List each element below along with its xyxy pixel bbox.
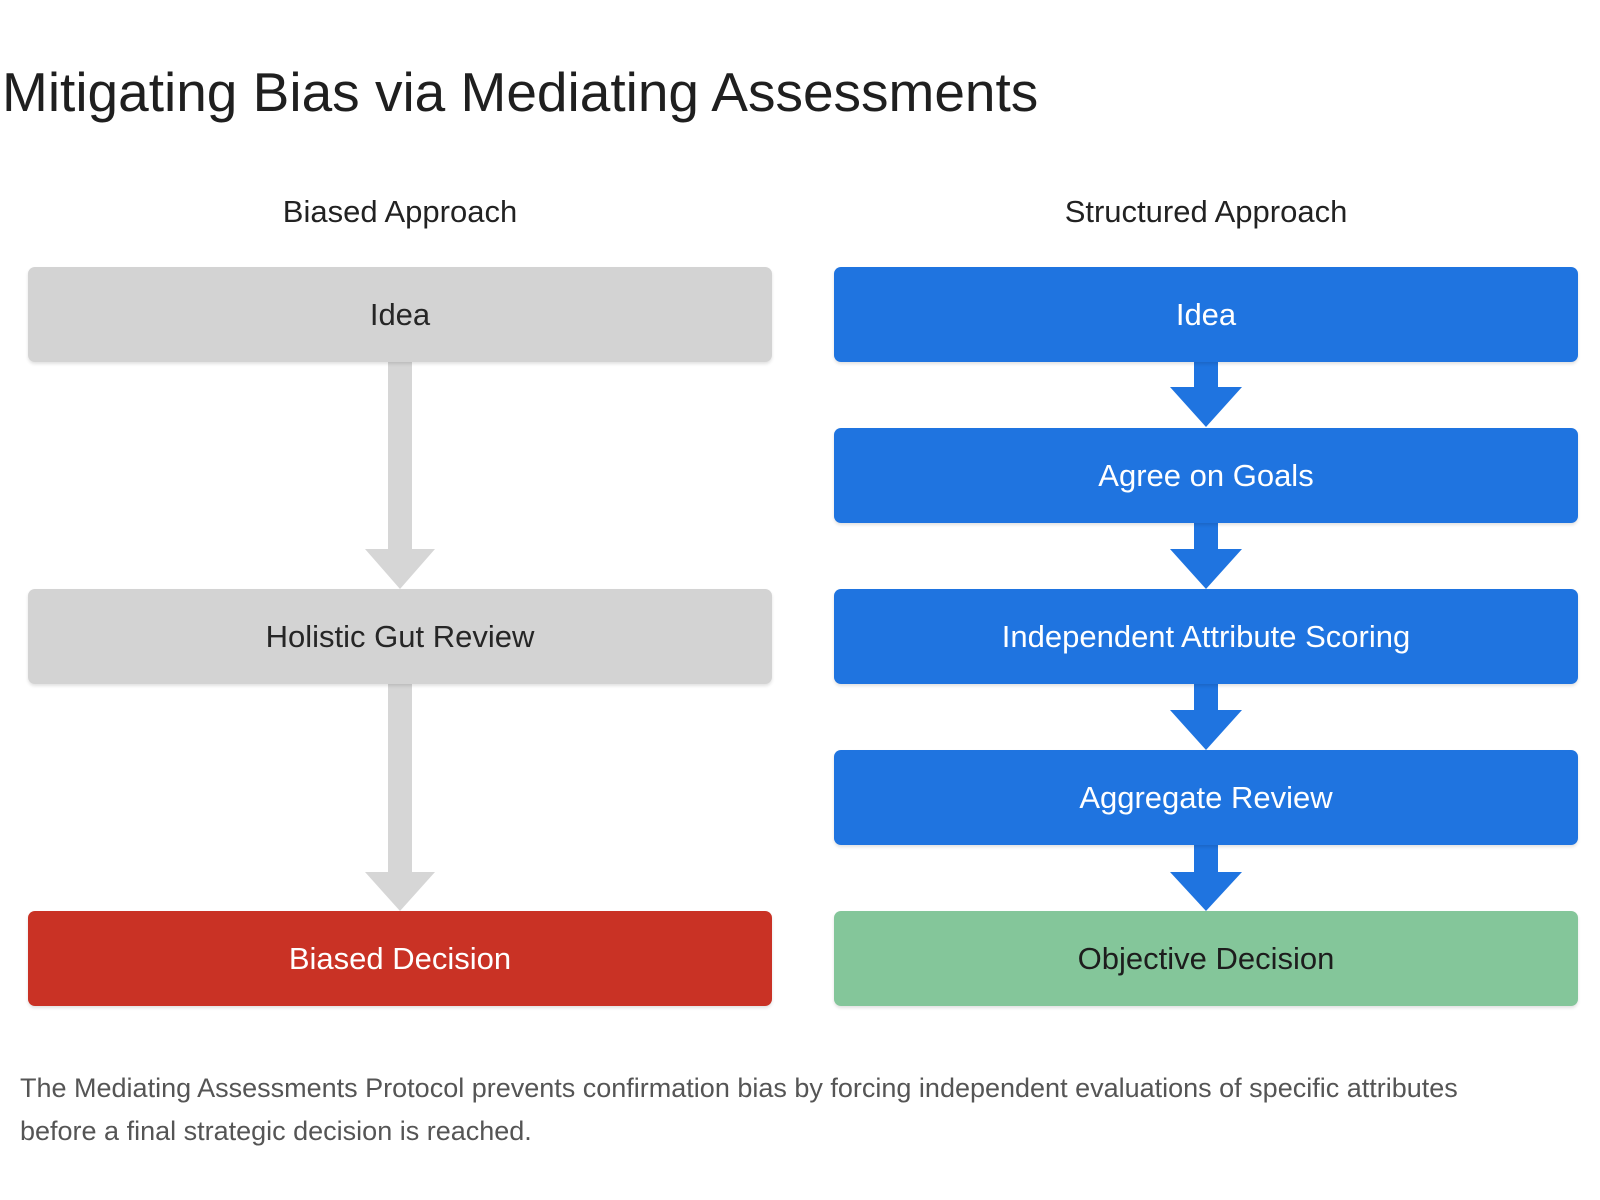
structured-arrow-4	[1170, 845, 1242, 911]
structured-step-idea: Idea	[834, 267, 1578, 362]
structured-step-aggregate-review: Aggregate Review	[834, 750, 1578, 845]
biased-arrow-2	[365, 683, 435, 911]
biased-step-idea: Idea	[28, 267, 772, 362]
page-title: Mitigating Bias via Mediating Assessment…	[2, 61, 1039, 123]
structured-arrow-3	[1170, 683, 1242, 750]
structured-step-independent-attribute-scoring: Independent Attribute Scoring	[834, 589, 1578, 684]
diagram-caption: The Mediating Assessments Protocol preve…	[20, 1073, 1458, 1146]
biased-approach-heading: Biased Approach	[282, 194, 518, 229]
biased-arrow-1	[365, 360, 435, 589]
biased-step-holistic-gut-review: Holistic Gut Review	[28, 589, 772, 684]
structured-approach-heading: Structured Approach	[1064, 194, 1348, 229]
structured-arrow-1	[1170, 360, 1242, 427]
structured-step-agree-on-goals: Agree on Goals	[834, 428, 1578, 523]
biased-decision-box: Biased Decision	[28, 911, 772, 1006]
structured-arrow-2	[1170, 522, 1242, 589]
objective-decision-box: Objective Decision	[834, 911, 1578, 1006]
